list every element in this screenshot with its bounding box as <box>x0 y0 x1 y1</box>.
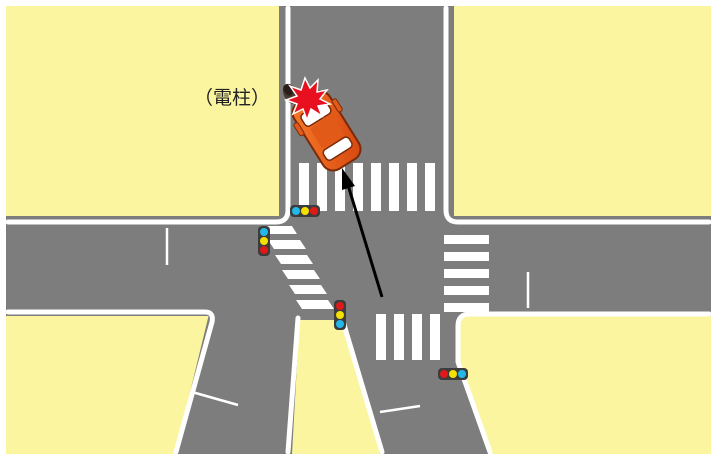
traffic-signal-icon <box>334 300 346 330</box>
edge-nw <box>5 5 291 225</box>
lane-line-s <box>379 404 421 414</box>
pole-label: （電柱） <box>194 87 270 109</box>
crosswalk-north <box>299 163 435 211</box>
collision-burst-icon <box>283 76 333 123</box>
road-edges <box>5 5 712 455</box>
edge-sw-inner <box>285 315 301 455</box>
traffic-signal-icon <box>290 205 320 217</box>
direction-arrow-icon <box>342 168 384 298</box>
traffic-signal-icon <box>438 368 468 380</box>
lane-line-sw <box>191 390 239 407</box>
lane-lines <box>165 228 530 414</box>
edge-s-west <box>339 315 385 455</box>
edge-se <box>455 311 712 455</box>
traffic-signal-icon <box>258 226 270 256</box>
edge-ne <box>443 5 712 225</box>
edge-sw-outer <box>5 309 215 455</box>
crosswalk-east <box>444 235 489 312</box>
crosswalk-south <box>376 314 440 360</box>
